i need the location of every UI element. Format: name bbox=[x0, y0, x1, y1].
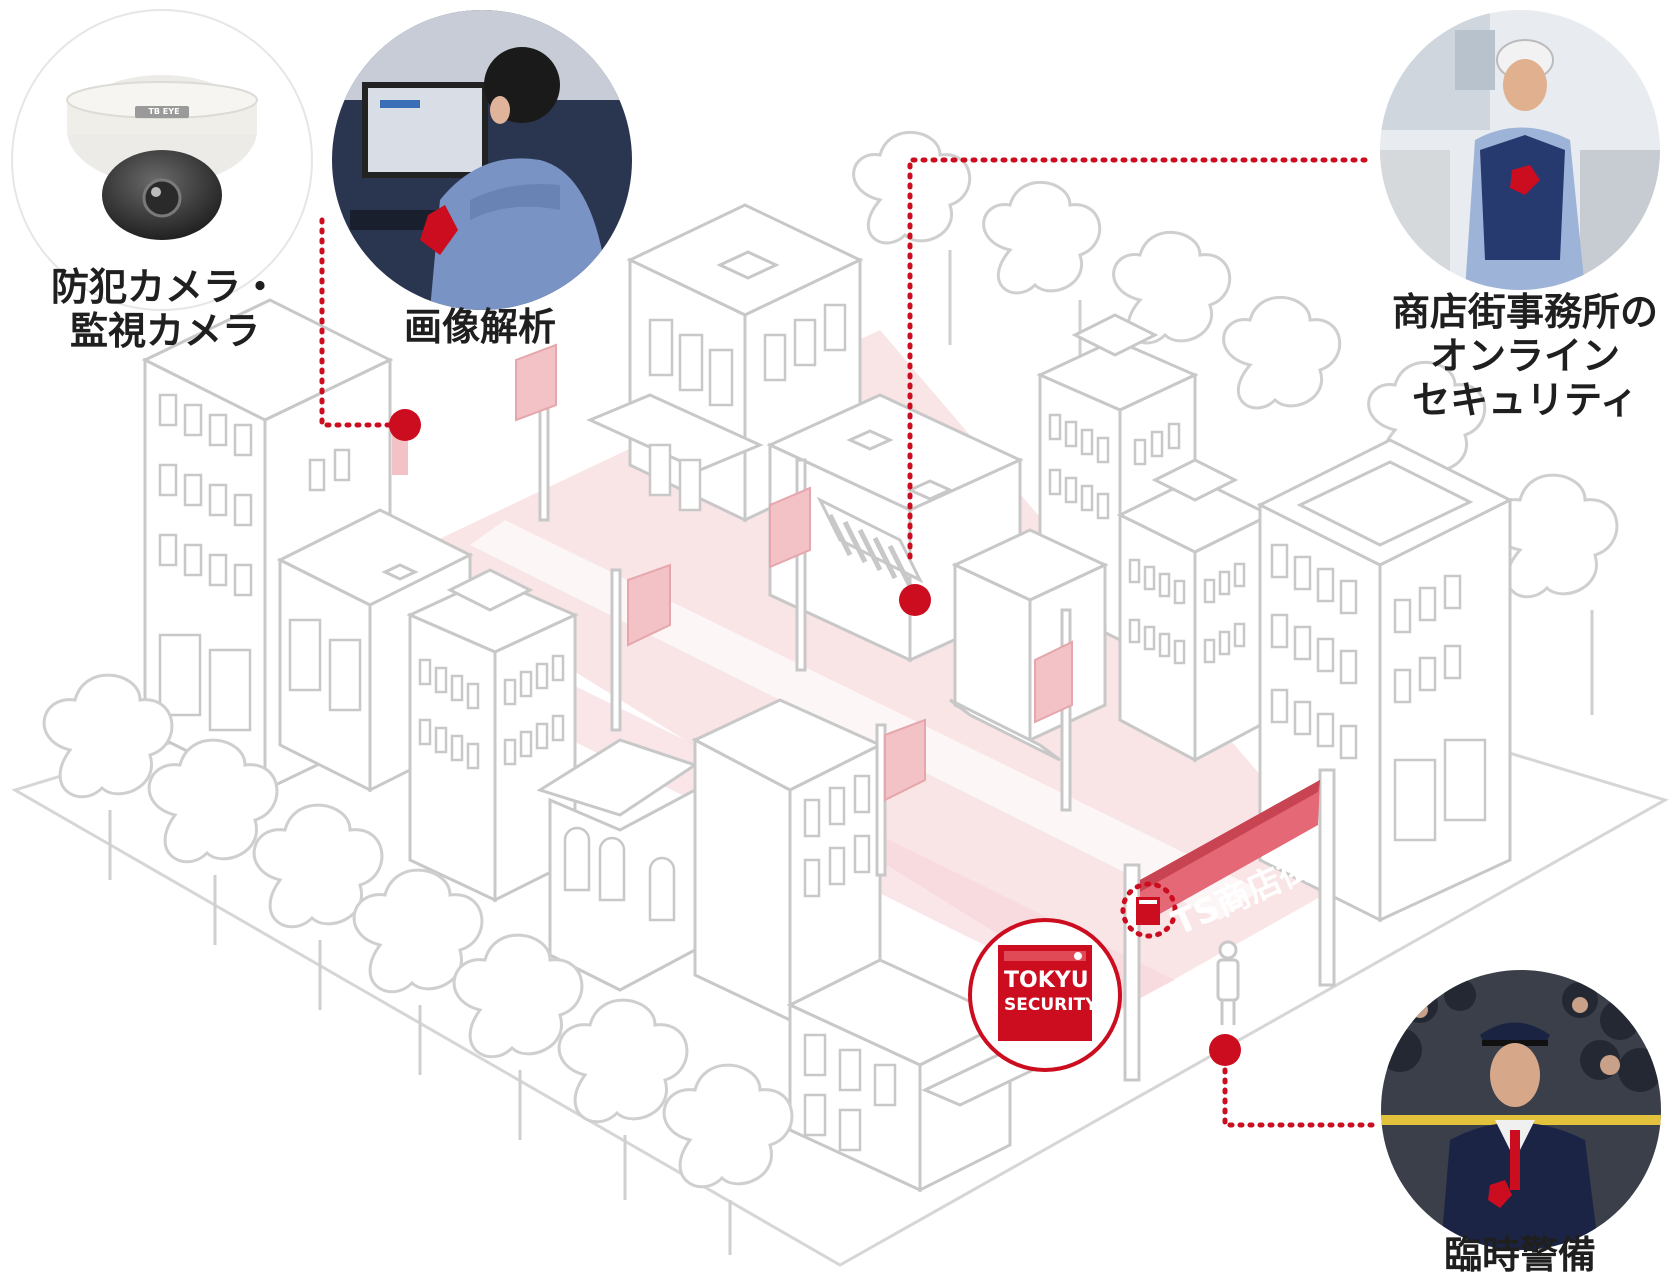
patrol-guard-photo[interactable] bbox=[1380, 10, 1660, 290]
tokyu-security-sticker-badge bbox=[968, 918, 1122, 1072]
online-label-line2: オンライン bbox=[1429, 334, 1620, 378]
online-label: 商店街事務所の オンライン セキュリティ bbox=[1375, 290, 1675, 422]
sticker-line1: TOKYU bbox=[1004, 968, 1089, 993]
camera-label-line1: 防犯カメラ・ bbox=[50, 265, 279, 309]
building-front-center-low bbox=[786, 958, 1089, 1193]
street-flags bbox=[515, 343, 1073, 877]
online-label-line1: 商店街事務所の bbox=[1391, 290, 1658, 334]
building-front-left-tower bbox=[406, 568, 579, 903]
event-label: 臨時警備 bbox=[1425, 1233, 1615, 1277]
trees-front bbox=[42, 673, 794, 1255]
operator-photo[interactable] bbox=[330, 10, 640, 310]
shopping-street-gate bbox=[1123, 768, 1336, 1082]
camera-label-line2: 監視カメラ bbox=[69, 309, 260, 353]
event-label-line1: 臨時警備 bbox=[1443, 1233, 1596, 1277]
gate-sticker bbox=[1136, 897, 1160, 925]
analysis-label-line1: 画像解析 bbox=[403, 305, 556, 349]
building-center-house bbox=[536, 698, 884, 1023]
camera-hotspot[interactable] bbox=[389, 409, 421, 441]
camera-label: 防犯カメラ・ 監視カメラ bbox=[30, 265, 300, 353]
analysis-label: 画像解析 bbox=[370, 305, 590, 349]
guard-figure bbox=[1216, 940, 1240, 1025]
online-hotspot[interactable] bbox=[899, 584, 931, 616]
camera-brand-logo: TB EYE bbox=[148, 107, 180, 116]
sticker-line2: SECURITY bbox=[1004, 995, 1098, 1015]
online-label-line3: セキュリティ bbox=[1412, 378, 1638, 422]
connector-lines bbox=[319, 157, 1383, 1128]
camera-photo[interactable] bbox=[12, 10, 312, 310]
event-hotspot[interactable] bbox=[1209, 1034, 1241, 1066]
event-guard-photo[interactable] bbox=[1378, 970, 1670, 1260]
building-right-mid bbox=[1116, 458, 1274, 763]
hotspots bbox=[389, 409, 1241, 1066]
